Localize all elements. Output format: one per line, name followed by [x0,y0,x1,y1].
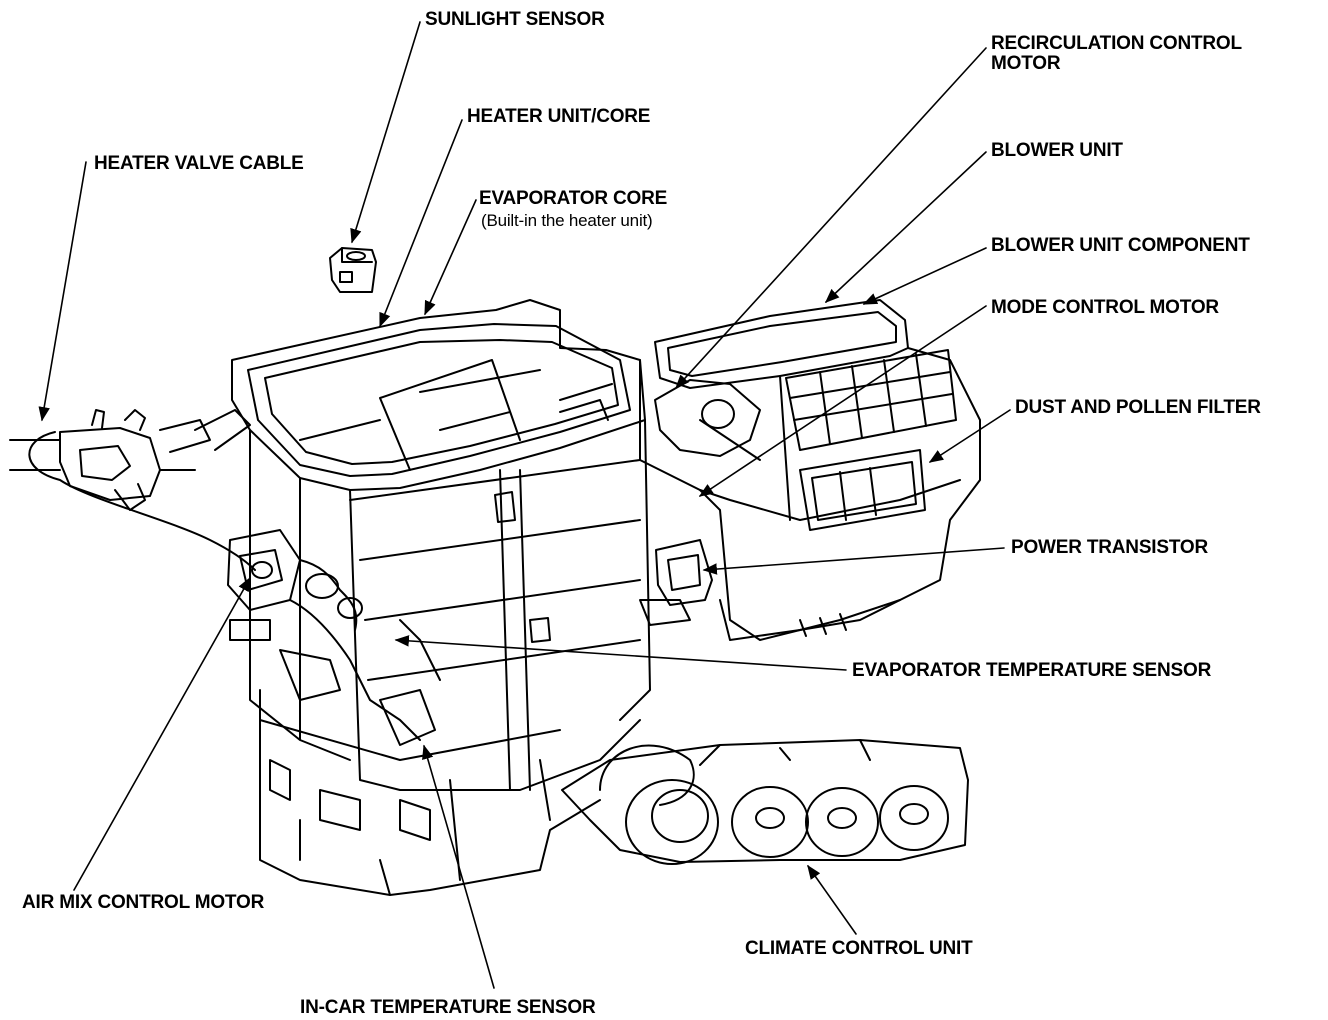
leader-blower-unit [824,151,987,303]
sunlight-sensor-part [329,247,377,293]
leader-heater-valve-cable [38,161,87,422]
leader-power-transistor [702,547,1005,575]
label-evaporator-temperature-sensor: EVAPORATOR TEMPERATURE SENSOR [852,660,1212,681]
label-air-mix-control-motor: AIR MIX CONTROL MOTOR [22,892,265,913]
leader-evaporator-core [424,199,477,316]
climate-control-unit-part [561,739,969,865]
leader-air-mix-control-motor [73,576,251,891]
leader-heater-unit-core [379,119,463,328]
leader-dust-pollen-filter [928,409,1011,463]
leader-evaporator-temperature-sensor [394,635,847,671]
leader-in-car-temperature-sensor [422,744,495,989]
leader-mode-control-motor [698,305,987,497]
label-blower-unit: BLOWER UNIT [991,140,1123,161]
label-heater-valve-cable: HEATER VALVE CABLE [94,153,304,174]
label-sunlight-sensor: SUNLIGHT SENSOR [425,9,605,30]
label-dust-pollen-filter: DUST AND POLLEN FILTER [1015,397,1261,418]
leader-climate-control-unit [807,864,857,935]
label-in-car-temperature-sensor: IN-CAR TEMPERATURE SENSOR [300,997,596,1018]
label-recirculation-control-motor-line2: MOTOR [991,53,1061,74]
label-blower-unit-component: BLOWER UNIT COMPONENT [991,235,1250,256]
leader-recirculation-motor [675,47,987,390]
label-power-transistor: POWER TRANSISTOR [1011,537,1209,558]
label-mode-control-motor: MODE CONTROL MOTOR [991,297,1219,318]
air-mix-motor-part [227,529,436,746]
blower-unit-part [639,299,981,641]
heater-valve-part [9,409,256,571]
label-evaporator-core: EVAPORATOR CORE [479,188,668,209]
label-recirculation-control-motor-line1: RECIRCULATION CONTROL [991,33,1242,54]
leader-lines [38,21,1011,989]
label-climate-control-unit: CLIMATE CONTROL UNIT [745,938,973,959]
label-heater-unit-core: HEATER UNIT/CORE [467,106,651,127]
label-evaporator-core-note: (Built-in the heater unit) [481,211,653,230]
leader-blower-unit-component [862,247,987,305]
leader-sunlight-sensor [350,21,421,244]
